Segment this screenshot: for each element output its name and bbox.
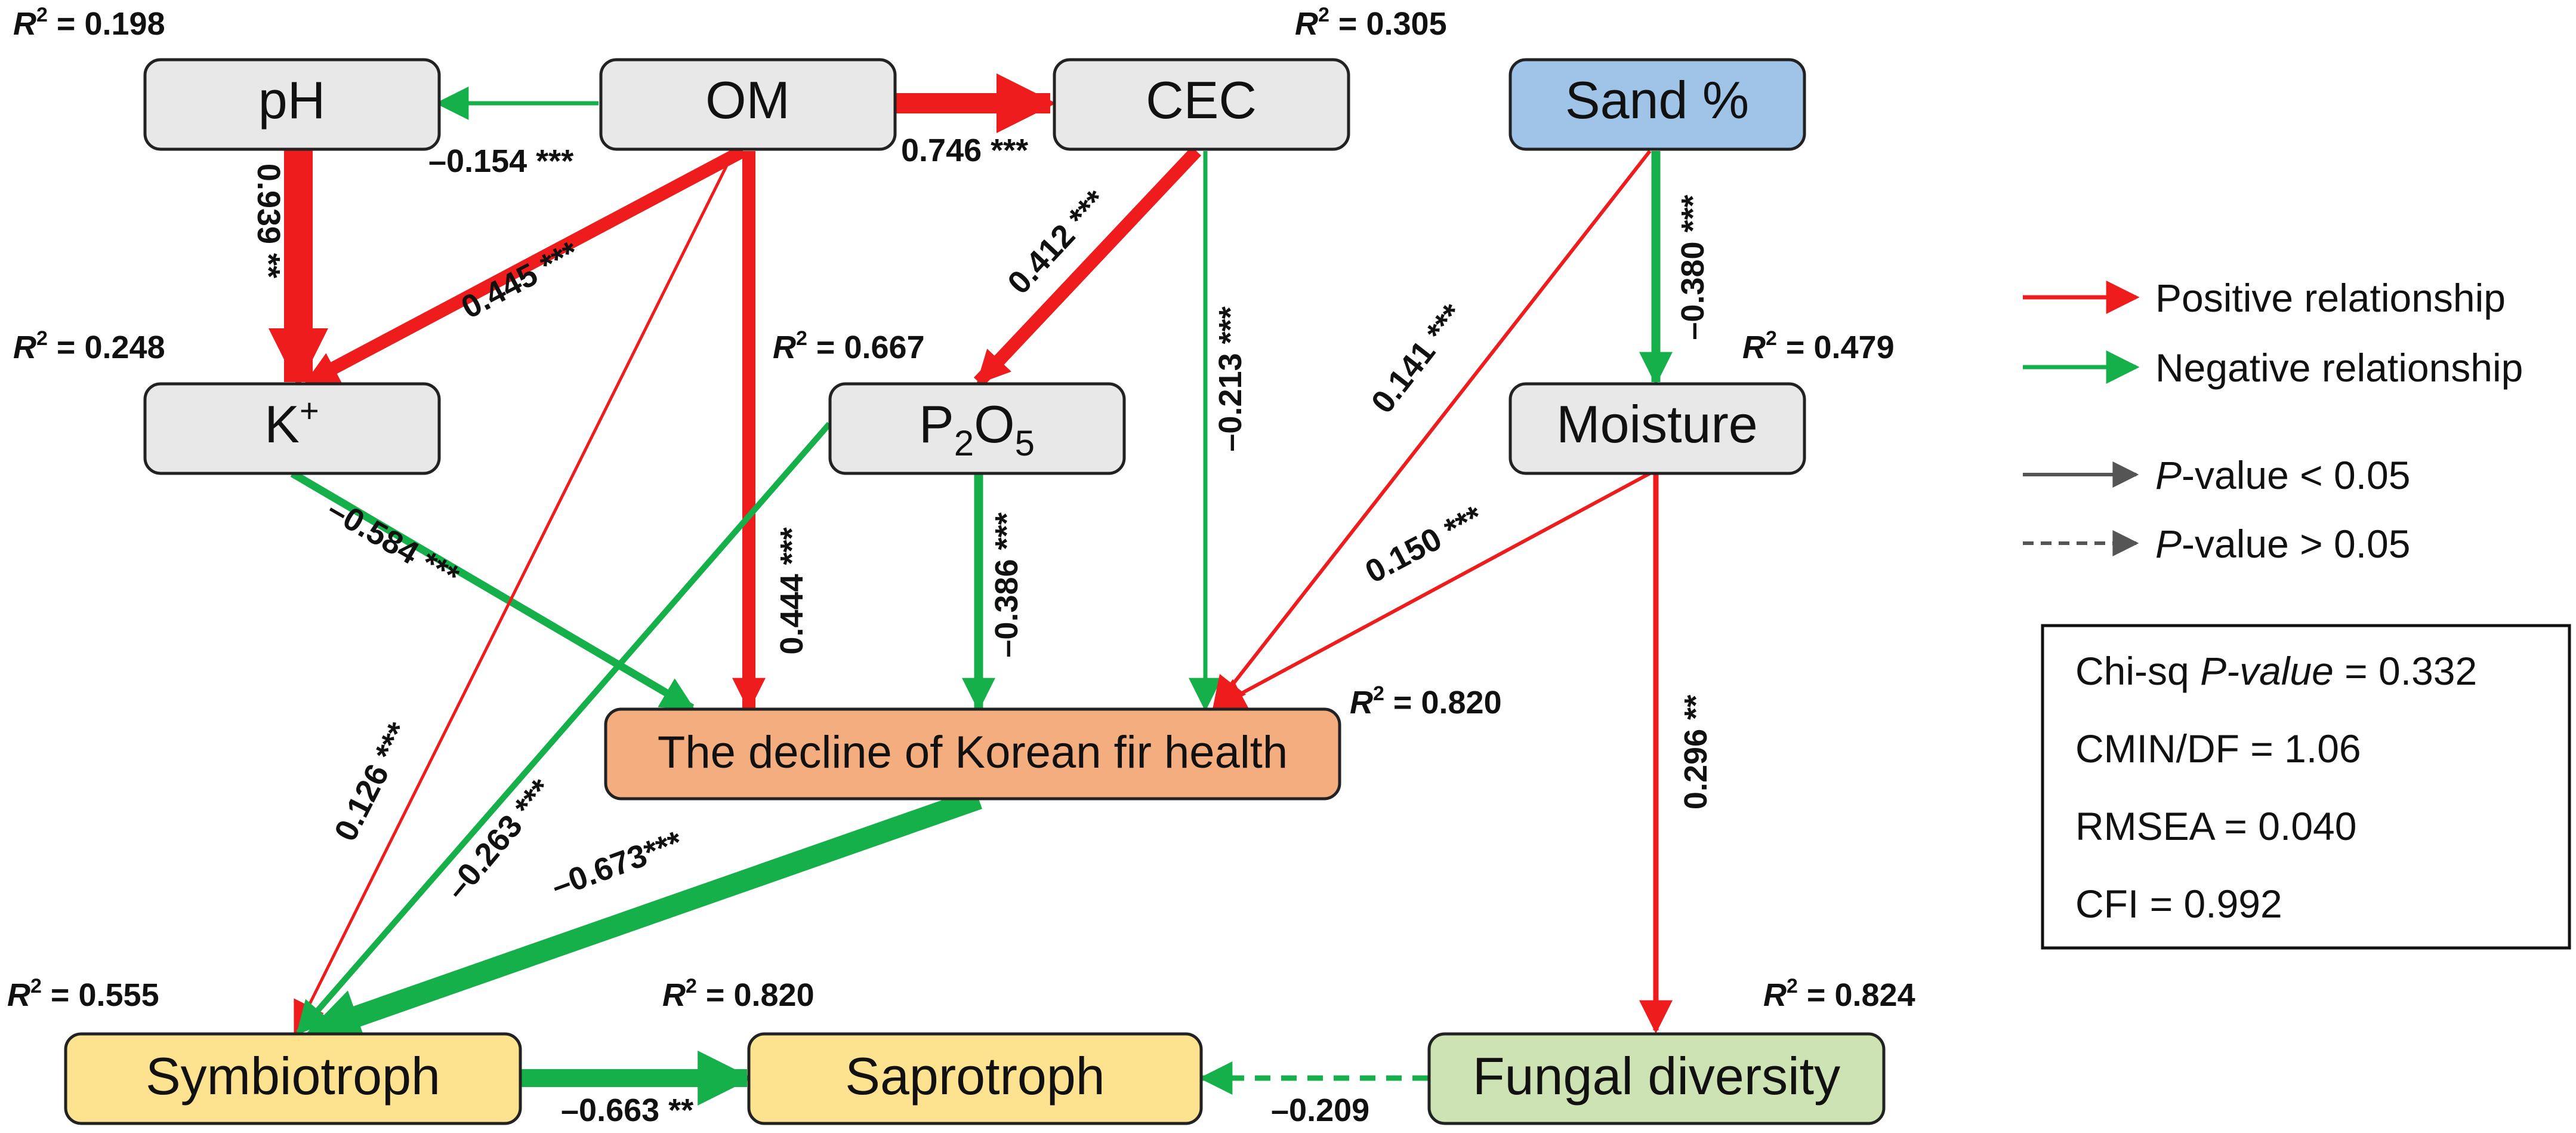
legend-negative: Negative relationship <box>2023 346 2523 390</box>
node-om: OM <box>599 58 897 151</box>
label-p2o5-decline: –0.386 *** <box>989 512 1025 657</box>
r2-p2o5: R2 = 0.667 <box>773 327 925 365</box>
node-cec-label: CEC <box>1146 70 1257 130</box>
label-ph-k: 0.939 ** <box>251 164 286 278</box>
edge-moisture-decline <box>1211 472 1651 710</box>
node-sand: Sand % <box>1508 58 1806 151</box>
node-decline-label: The decline of Korean fir health <box>658 727 1288 778</box>
legend-significant-label: P-value < 0.05 <box>2155 453 2410 497</box>
fit-rmsea: RMSEA = 0.040 <box>2075 804 2356 848</box>
label-om-ph: –0.154 *** <box>428 143 573 179</box>
node-ph: pH <box>143 58 441 151</box>
node-p2o5-label: P2O5 <box>919 395 1035 463</box>
edges <box>269 73 1673 1106</box>
node-moisture-label: Moisture <box>1556 395 1757 454</box>
node-fungal-diversity: Fungal diversity <box>1427 1032 1886 1125</box>
label-moisture-fungal: 0.296 ** <box>1678 695 1714 809</box>
node-symbiotroph: Symbiotroph <box>64 1032 522 1125</box>
nodes: pH OM CEC Sand % K+ P2O5 Moisture The d <box>64 58 1886 1125</box>
label-cec-p2o5: 0.412 *** <box>1001 183 1113 301</box>
label-symbiotroph-saprotroph: –0.663 ** <box>561 1092 693 1128</box>
label-om-k: 0.445 *** <box>455 235 584 326</box>
fit-cmin: CMIN/DF = 1.06 <box>2075 726 2361 771</box>
legend-positive: Positive relationship <box>2023 276 2506 320</box>
edge-cec-p2o5 <box>973 146 1202 387</box>
r2-fungal: R2 = 0.824 <box>1763 975 1915 1013</box>
node-moisture: Moisture <box>1508 382 1806 475</box>
node-saprotroph: Saprotroph <box>747 1032 1203 1125</box>
label-decline-symbiotroph: –0.673*** <box>547 824 687 904</box>
node-k: K+ <box>143 382 441 475</box>
node-om-label: OM <box>705 70 790 130</box>
legend-negative-label: Negative relationship <box>2155 346 2523 390</box>
label-cec-decline: –0.213 *** <box>1213 306 1248 451</box>
node-ph-label: pH <box>258 70 326 130</box>
label-moisture-decline: 0.150 *** <box>1359 499 1488 590</box>
r2-k: R2 = 0.248 <box>13 327 165 365</box>
fit-chisq: Chi-sq P-value = 0.332 <box>2075 649 2477 693</box>
node-fungal-label: Fungal diversity <box>1473 1046 1840 1106</box>
r2-decline: R2 = 0.820 <box>1350 682 1502 721</box>
edge-p2o5-symbiotroph <box>296 421 832 1036</box>
label-sand-moisture: –0.380 *** <box>1675 195 1711 340</box>
r2-symbiotroph: R2 = 0.555 <box>7 975 159 1013</box>
r2-moisture: R2 = 0.479 <box>1742 327 1895 365</box>
edge-k-decline <box>290 470 695 712</box>
edge-sand-decline <box>1212 150 1652 711</box>
label-fungal-saprotroph: –0.209 <box>1271 1092 1369 1128</box>
node-sand-label: Sand % <box>1565 70 1749 130</box>
label-om-decline: 0.444 *** <box>774 527 810 654</box>
legend-significant: P-value < 0.05 <box>2023 453 2410 497</box>
r2-labels: R2 = 0.198 R2 = 0.305 R2 = 0.248 R2 = 0.… <box>7 4 1915 1013</box>
edge-om-symbiotroph <box>294 150 736 1036</box>
edge-decline-symbiotroph <box>305 789 982 1043</box>
legend-nonsignificant-label: P-value > 0.05 <box>2155 522 2410 566</box>
node-cec: CEC <box>1053 58 1350 151</box>
legend-nonsignificant: P-value > 0.05 <box>2023 522 2410 566</box>
model-fit-box: Chi-sq P-value = 0.332 CMIN/DF = 1.06 RM… <box>2041 624 2571 950</box>
node-symbiotroph-label: Symbiotroph <box>146 1046 440 1106</box>
r2-ph: R2 = 0.198 <box>13 4 165 42</box>
r2-cec: R2 = 0.305 <box>1295 4 1447 42</box>
label-om-cec: 0.746 *** <box>901 133 1028 168</box>
legend: Positive relationship Negative relations… <box>2023 276 2523 566</box>
fit-cfi: CFI = 0.992 <box>2075 882 2282 926</box>
node-decline: The decline of Korean fir health <box>604 707 1341 801</box>
legend-positive-label: Positive relationship <box>2155 276 2506 320</box>
edge-om-k <box>304 145 746 388</box>
label-k-decline: –0.584 *** <box>322 491 465 595</box>
node-p2o5: P2O5 <box>828 382 1126 475</box>
label-om-symbiotroph: 0.126 *** <box>328 717 417 846</box>
node-k-label: K+ <box>264 392 319 454</box>
label-p2o5-symbiotroph: –0.263 *** <box>439 772 559 907</box>
r2-saprotroph: R2 = 0.820 <box>662 975 815 1013</box>
node-saprotroph-label: Saprotroph <box>845 1046 1105 1106</box>
